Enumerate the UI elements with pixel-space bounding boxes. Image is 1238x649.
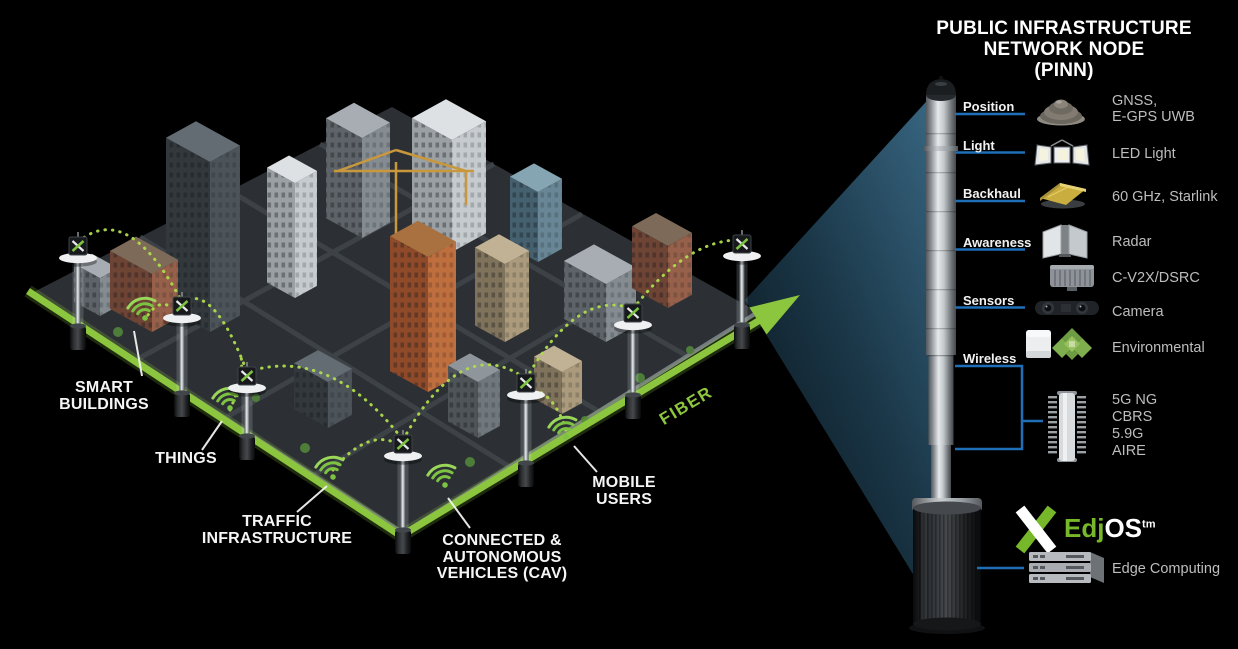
title-line: PUBLIC INFRASTRUCTURE bbox=[936, 18, 1192, 39]
5g-radio-icon bbox=[1044, 390, 1090, 469]
feature-label-wireless: Wireless bbox=[963, 351, 1017, 366]
component-value-radar: Radar bbox=[1112, 234, 1152, 250]
cv2x-radio-icon bbox=[1047, 260, 1097, 299]
value-line: E-GPS UWB bbox=[1112, 109, 1195, 125]
feature-label-light: Light bbox=[963, 138, 995, 153]
feature-label-position: Position bbox=[963, 99, 1015, 114]
environmental-sensor-icon bbox=[1020, 324, 1096, 369]
value-line: CBRS bbox=[1112, 409, 1153, 425]
logo-part2: OS bbox=[1104, 513, 1143, 543]
callout-line: AUTONOMOUS bbox=[442, 548, 562, 566]
stereo-camera-icon bbox=[1034, 296, 1100, 325]
callout-line: INFRASTRUCTURE bbox=[201, 529, 353, 547]
value-line: AIRE bbox=[1112, 443, 1146, 459]
value-line: Environmental bbox=[1112, 340, 1205, 356]
callout-line: THINGS bbox=[155, 450, 217, 467]
callout-smart-buildings: SMART BUILDINGS bbox=[30, 379, 178, 413]
value-line: LED Light bbox=[1112, 146, 1176, 162]
title-line: NETWORK NODE bbox=[983, 39, 1145, 60]
value-line: GNSS, bbox=[1112, 93, 1158, 109]
component-value-backhaul: 60 GHz, Starlink bbox=[1112, 189, 1218, 205]
callout-line: USERS bbox=[595, 490, 653, 508]
value-line: 60 GHz, Starlink bbox=[1112, 189, 1218, 205]
led-light-icon bbox=[1034, 137, 1090, 172]
value-line: C-V2X/DSRC bbox=[1112, 270, 1200, 286]
feature-label-backhaul: Backhaul bbox=[963, 186, 1021, 201]
edjos-logo: EdjOStm bbox=[1064, 513, 1155, 544]
callout-line: TRAFFIC bbox=[242, 513, 312, 530]
callout-cav: CONNECTED & AUTONOMOUS VEHICLES (CAV) bbox=[418, 532, 586, 583]
gnss-dome-icon bbox=[1035, 90, 1087, 131]
component-value-edge-computing: Edge Computing bbox=[1112, 561, 1220, 577]
component-value-5g: 5G NG CBRS 5.9G AIRE bbox=[1112, 392, 1157, 460]
callout-line: SMART bbox=[75, 379, 133, 396]
logo-part1: Edj bbox=[1064, 513, 1105, 543]
value-line: Camera bbox=[1112, 304, 1164, 320]
value-line: 5.9G bbox=[1112, 426, 1144, 442]
component-value-camera: Camera bbox=[1112, 304, 1164, 320]
feature-label-sensors: Sensors bbox=[963, 293, 1015, 308]
value-line: 5G NG bbox=[1112, 392, 1158, 408]
feature-label-awareness: Awareness bbox=[963, 235, 1032, 250]
component-value-environmental: Environmental bbox=[1112, 340, 1205, 356]
edjos-x-icon bbox=[1008, 502, 1062, 561]
title-line: (PINN) bbox=[1034, 60, 1094, 81]
callout-line: MOBILE bbox=[592, 474, 656, 491]
callout-traffic-infrastructure: TRAFFIC INFRASTRUCTURE bbox=[188, 513, 366, 547]
page-title: PUBLIC INFRASTRUCTURE NETWORK NODE (PINN… bbox=[918, 18, 1210, 81]
callout-line: BUILDINGS bbox=[59, 395, 149, 413]
radar-sensor-icon bbox=[1039, 222, 1091, 265]
value-line: Radar bbox=[1112, 234, 1152, 250]
component-value-gnss: GNSS, E-GPS UWB bbox=[1112, 93, 1195, 125]
value-line: Edge Computing bbox=[1112, 561, 1221, 577]
edge-server-icon bbox=[1026, 549, 1108, 592]
logo-tm: tm bbox=[1142, 518, 1156, 531]
callout-line: VEHICLES (CAV) bbox=[436, 565, 568, 582]
component-value-led: LED Light bbox=[1112, 146, 1176, 162]
backhaul-antenna-icon bbox=[1034, 176, 1092, 215]
callout-line: CONNECTED & bbox=[442, 532, 562, 549]
callout-mobile-users: MOBILE USERS bbox=[582, 474, 666, 508]
callout-things: THINGS bbox=[136, 450, 236, 468]
component-value-cv2x: C-V2X/DSRC bbox=[1112, 270, 1200, 286]
